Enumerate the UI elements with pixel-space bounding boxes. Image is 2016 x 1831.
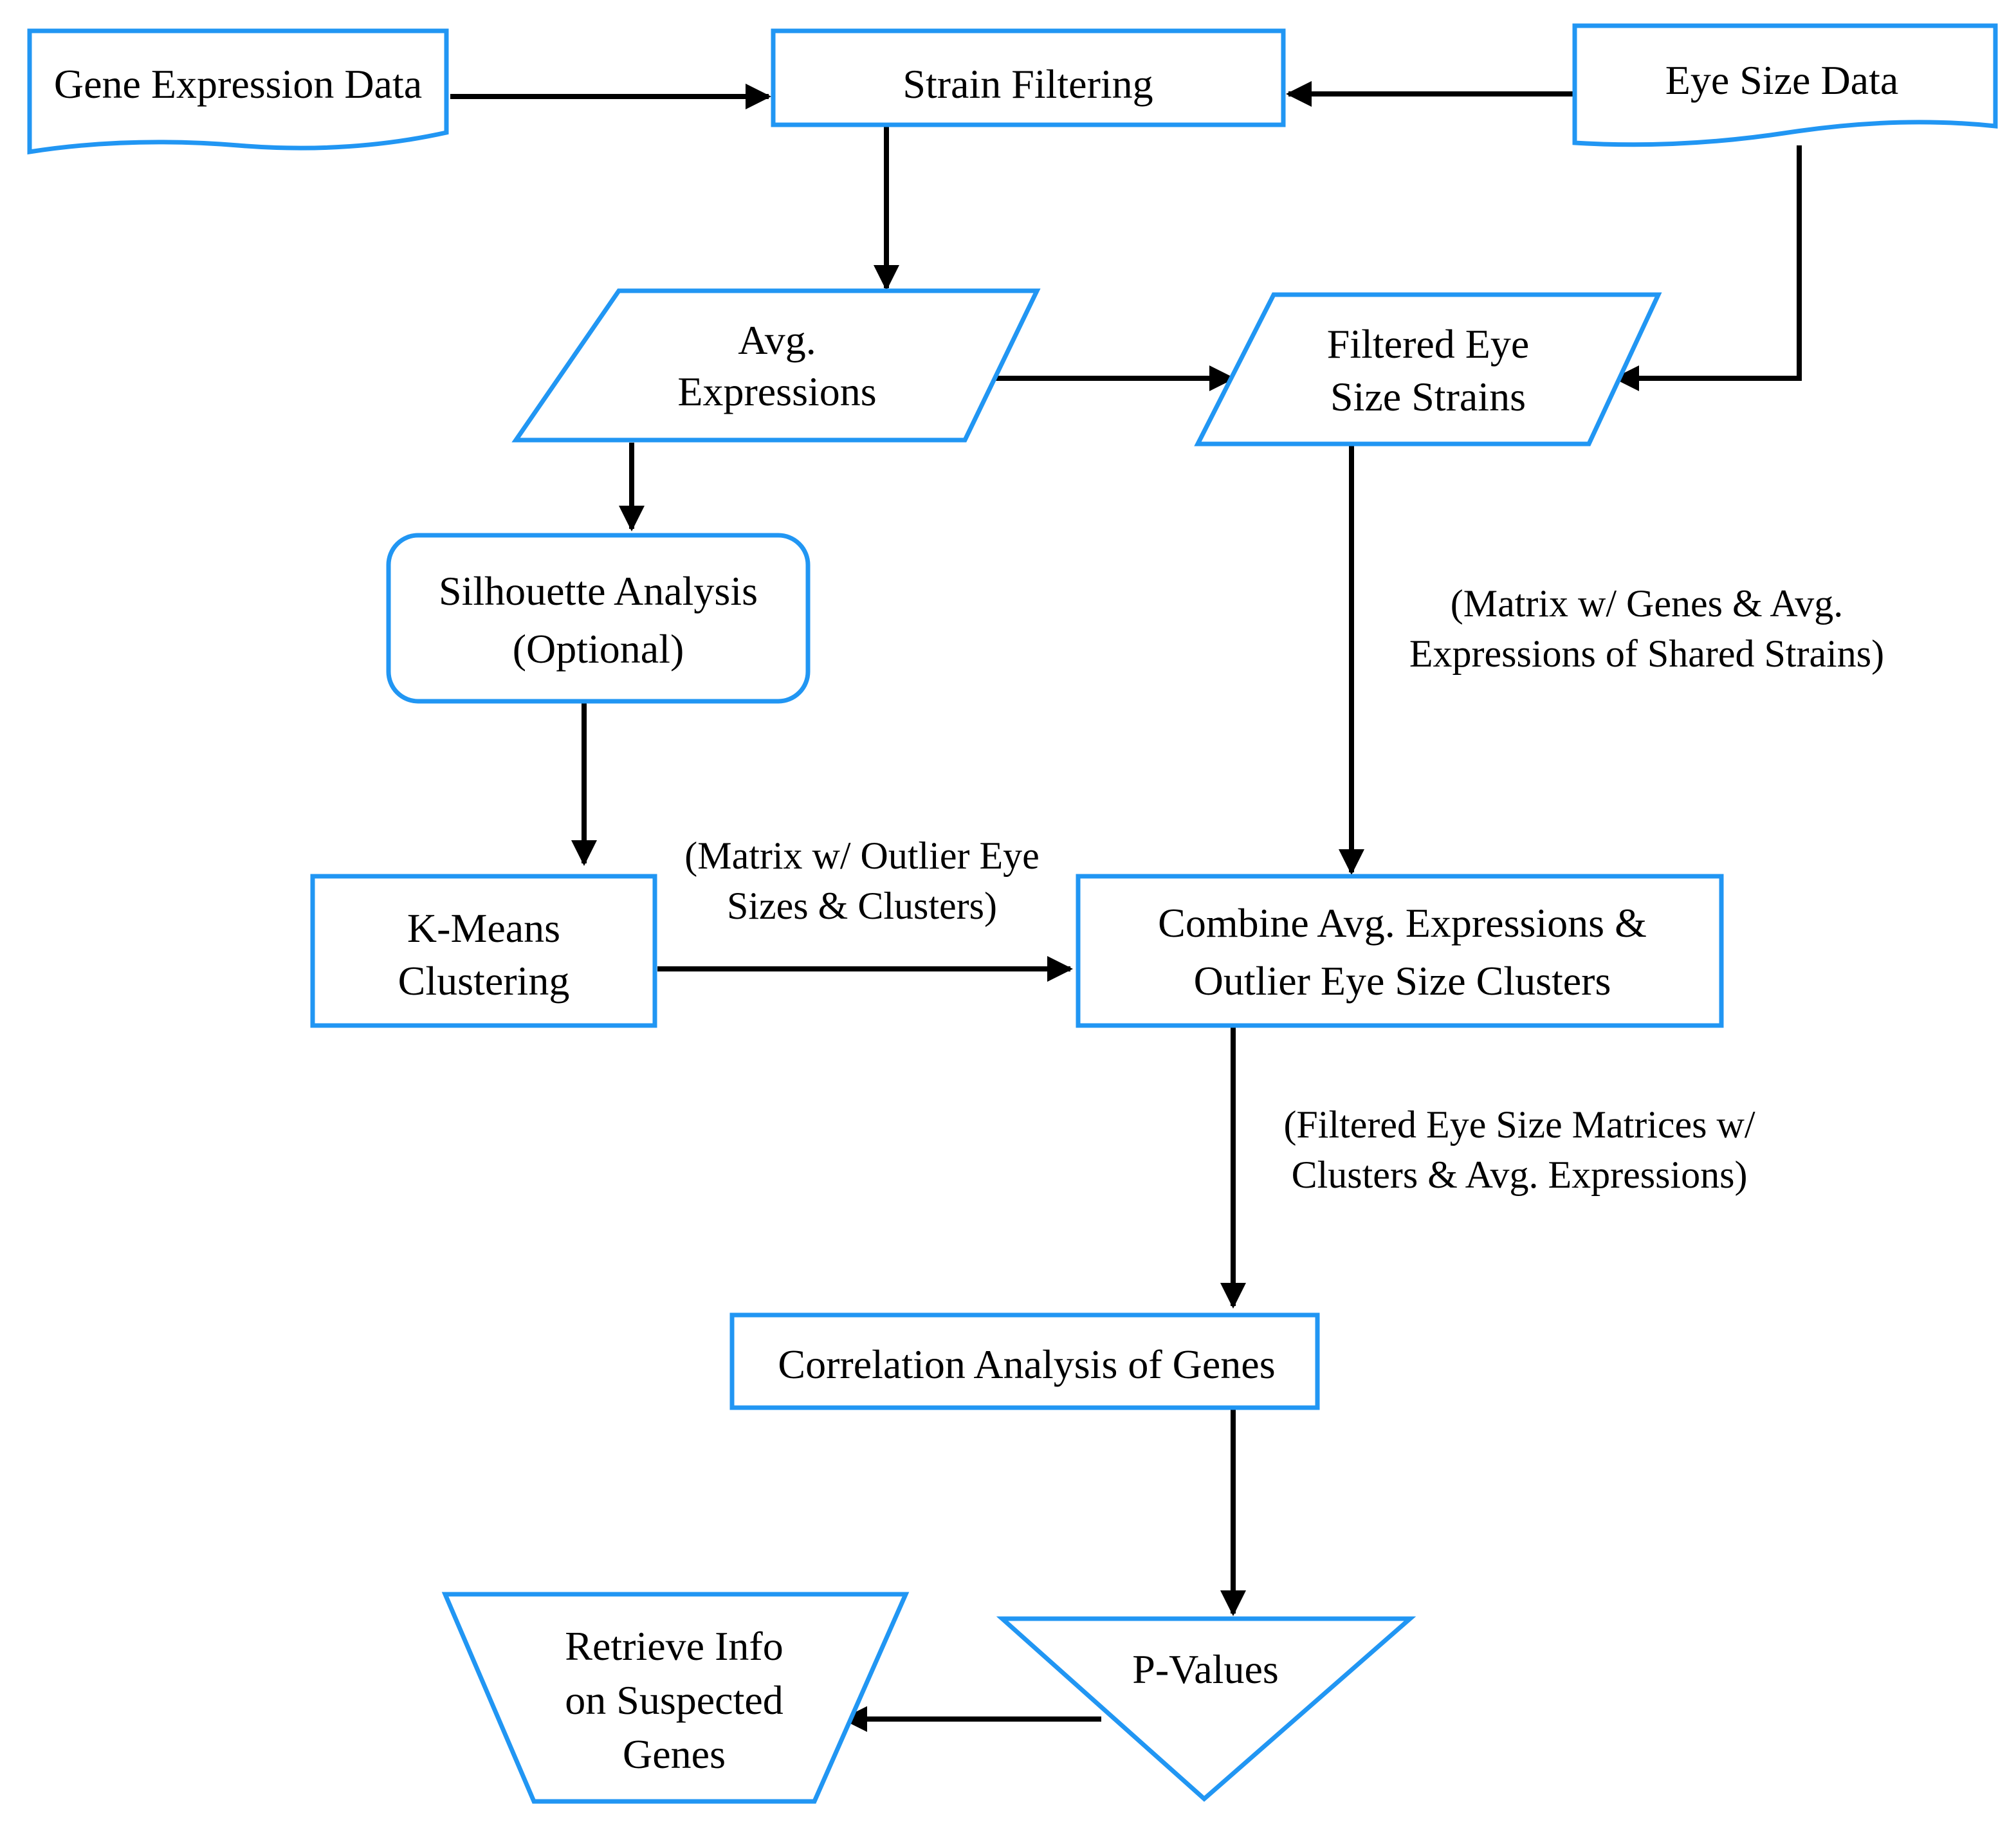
data-shape [1194, 292, 1662, 446]
node-kmeans-clustering: K-Means Clustering [310, 874, 657, 1028]
node-label-line1: Retrieve Info [565, 1623, 783, 1669]
edge-label-line2: Expressions of Shared Strains) [1409, 632, 1884, 675]
edge-label-matrix-outlier: (Matrix w/ Outlier Eye Sizes & Clusters) [684, 834, 1040, 927]
node-strain-filtering: Strain Filtering [771, 28, 1286, 127]
edge-label-matrix-genes: (Matrix w/ Genes & Avg. Expressions of S… [1409, 582, 1884, 675]
edge-eye-to-filtered [1613, 145, 1802, 391]
process-shape [310, 874, 657, 1028]
node-eye-size-data: Eye Size Data [1572, 23, 1998, 147]
node-label-line3: Genes [623, 1731, 726, 1777]
edge-label-line1: (Matrix w/ Outlier Eye [684, 834, 1040, 877]
merge-shape [996, 1616, 1416, 1802]
node-gene-expression-data: Gene Expression Data [27, 28, 449, 155]
node-silhouette-analysis: Silhouette Analysis (Optional) [386, 533, 811, 704]
node-label-line2: on Suspected [565, 1677, 783, 1723]
node-label-line1: Silhouette Analysis [439, 568, 758, 614]
node-label-line2: (Optional) [513, 626, 684, 672]
data-shape [511, 288, 1041, 443]
edge-label-line1: (Matrix w/ Genes & Avg. [1451, 582, 1843, 625]
node-label-line2: Size Strains [1330, 374, 1526, 419]
process-shape [1076, 874, 1724, 1028]
process-shape [771, 28, 1286, 127]
node-label-line2: Clustering [398, 958, 570, 1004]
node-combine: Combine Avg. Expressions & Outlier Eye S… [1076, 874, 1724, 1028]
document-shape [27, 28, 449, 155]
process-shape [729, 1312, 1320, 1410]
document-shape [1572, 23, 1998, 147]
node-label-line1: Filtered Eye [1327, 321, 1530, 367]
node-avg-expressions: Avg. Expressions [511, 288, 1041, 443]
node-label-line2: Outlier Eye Size Clusters [1194, 958, 1611, 1004]
alternate-process-shape [386, 533, 811, 704]
node-label: Correlation Analysis of Genes [778, 1341, 1275, 1387]
node-label-line1: Avg. [738, 317, 816, 363]
edge-label-filtered-matrices: (Filtered Eye Size Matrices w/ Clusters … [1283, 1103, 1755, 1196]
node-label: Strain Filtering [903, 61, 1153, 107]
node-label: P-Values [1132, 1646, 1279, 1692]
node-label-line1: K-Means [407, 905, 560, 951]
node-filtered-eye-size-strains: Filtered Eye Size Strains [1194, 292, 1662, 446]
node-label-line1: Combine Avg. Expressions & [1158, 900, 1647, 946]
manual-operation-shape [441, 1592, 910, 1804]
edge-label-line2: Sizes & Clusters) [727, 885, 997, 927]
node-p-values: P-Values [996, 1616, 1416, 1802]
node-retrieve-info: Retrieve Info on Suspected Genes [441, 1592, 910, 1804]
edges [450, 81, 1802, 1732]
node-label: Gene Expression Data [54, 61, 422, 107]
node-label: Eye Size Data [1665, 57, 1899, 103]
node-label-line2: Expressions [677, 369, 876, 414]
node-correlation-analysis: Correlation Analysis of Genes [729, 1312, 1320, 1410]
edge-label-line1: (Filtered Eye Size Matrices w/ [1283, 1103, 1755, 1146]
edge-label-line2: Clusters & Avg. Expressions) [1292, 1154, 1748, 1196]
